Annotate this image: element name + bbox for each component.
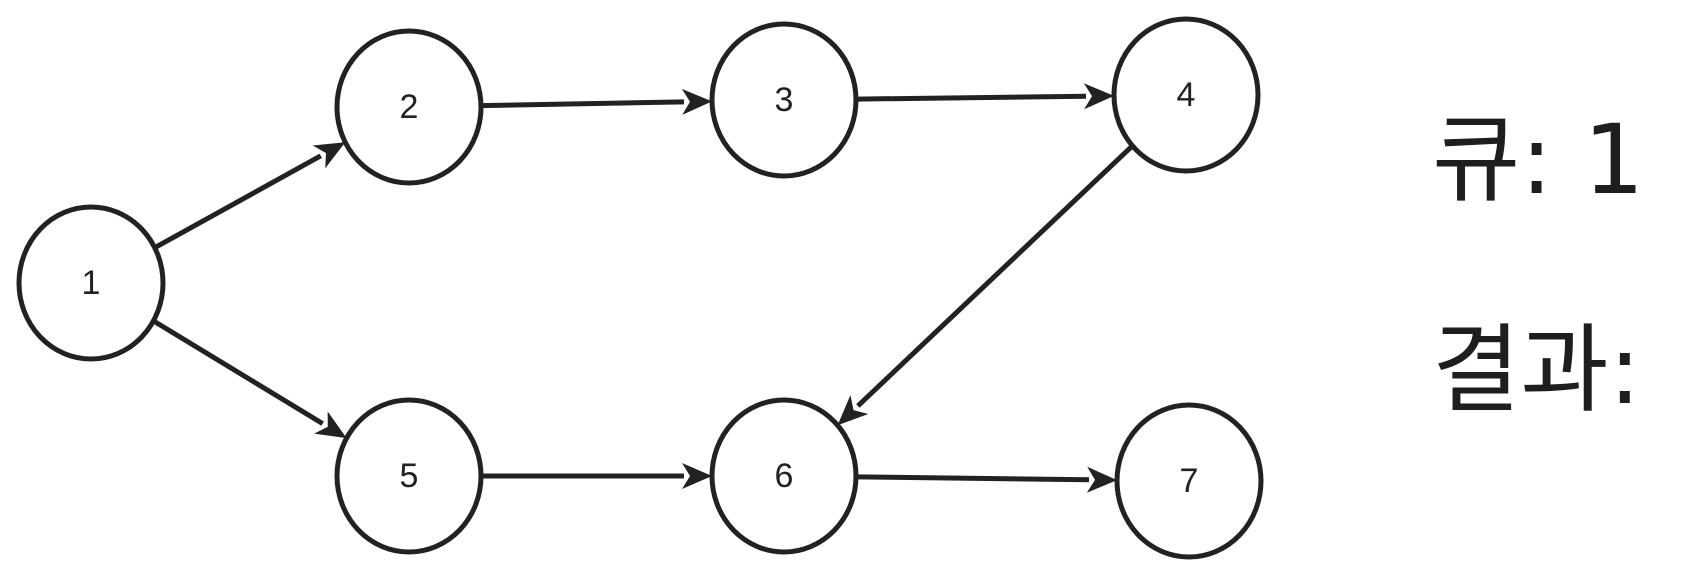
graph-node-6: 6 [709,397,859,555]
nodes-layer: 1 2 3 4 5 6 7 [16,16,1264,560]
edge-2-3 [480,88,713,115]
node-circle [16,204,166,362]
result-status: 결과: [1432,322,1641,418]
node-label: 2 [400,88,419,126]
edge-line [856,143,1135,408]
edge-1-5 [152,318,347,439]
edge-6-7 [855,466,1118,493]
edge-line [855,93,1087,102]
arrowhead-icon [1086,466,1118,493]
node-label: 5 [400,457,419,495]
edge-line [480,99,685,109]
graph-node-2: 2 [334,28,484,186]
arrowhead-icon [314,411,347,439]
node-circle [334,28,484,186]
edge-3-4 [855,83,1115,110]
edge-line [855,474,1090,483]
node-circle [709,21,859,179]
graph-node-3: 3 [709,21,859,179]
edge-5-6 [481,463,712,489]
node-circle [709,397,859,555]
arrowhead-icon [681,88,713,115]
graph-node-1: 1 [16,204,166,362]
edge-line [153,153,322,250]
arrowhead-icon [837,395,869,426]
result-label: 결과: [1432,314,1641,426]
queue-label: 큐: [1432,104,1553,216]
arrowhead-icon [312,142,346,169]
edge-line [152,318,324,426]
node-label: 6 [775,457,794,495]
graph-node-4: 4 [1111,16,1261,174]
node-label: 3 [775,81,794,119]
node-circle [1111,16,1261,174]
node-label: 1 [82,264,101,302]
graph-node-5: 5 [334,397,484,555]
node-circle [334,397,484,555]
queue-value: 1 [1583,104,1645,216]
graph-node-7: 7 [1114,402,1264,560]
node-label: 7 [1180,462,1199,500]
edge-4-6 [837,143,1135,426]
node-label: 4 [1177,76,1196,114]
arrowhead-icon [682,463,712,489]
arrowhead-icon [1083,83,1115,110]
edge-1-2 [153,142,346,250]
edges-layer [152,83,1135,493]
node-circle [1114,402,1264,560]
queue-status: 큐: 1 [1432,112,1644,208]
